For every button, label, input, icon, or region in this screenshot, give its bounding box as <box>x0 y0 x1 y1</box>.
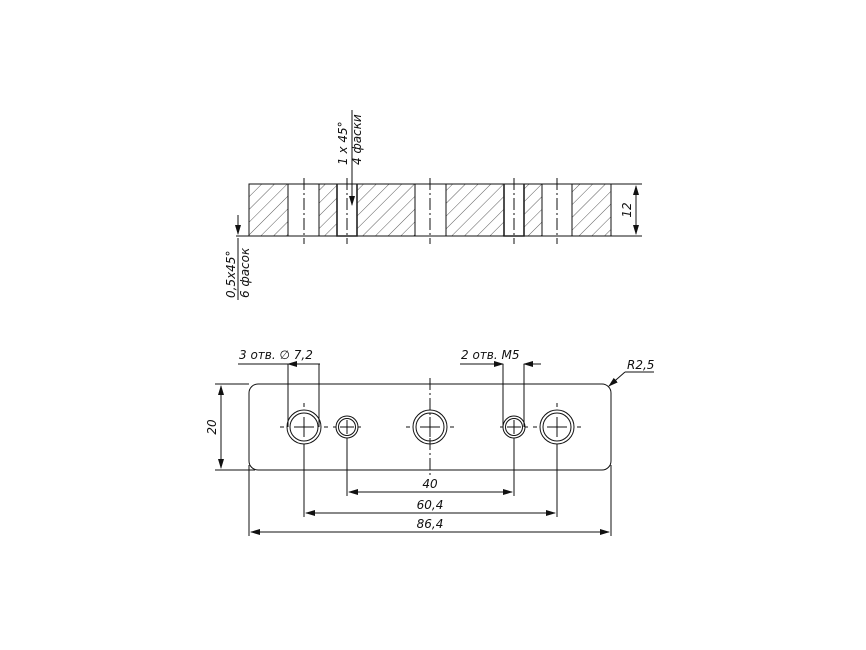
height-dimension: 12 <box>611 183 642 237</box>
radius-note: R2,5 <box>608 358 654 387</box>
dim-60-4-label: 60,4 <box>417 498 444 512</box>
holes-thread-note: 2 отв. М5 <box>461 348 519 362</box>
section-hole-edges <box>287 184 573 237</box>
overall-length-dimension: 86,4 <box>248 465 612 536</box>
height-dim-label: 12 <box>620 202 634 217</box>
dim-86-4-label: 86,4 <box>417 517 444 531</box>
chamfer-top-line1: 1 x 45° <box>336 121 350 165</box>
width-dim-label: 20 <box>205 419 219 435</box>
bottom-chamfer-note: 0,5x45° 6 фасок <box>224 215 280 300</box>
large-hole-note: 3 отв. ∅ 7,2 <box>238 348 320 427</box>
chamfer-bottom-line1: 0,5x45° <box>224 251 238 298</box>
thread-hole-note: 2 отв. М5 <box>460 348 541 427</box>
chamfer-bottom-line2: 6 фасок <box>238 247 252 298</box>
dim-40-label: 40 <box>422 477 438 491</box>
plan-view: 3 отв. ∅ 7,2 2 отв. М5 R2,5 20 40 60,4 <box>205 348 654 536</box>
section-hatched-material <box>249 184 611 236</box>
width-dimension: 20 <box>205 383 255 471</box>
section-center-lines <box>303 178 558 244</box>
section-view: 12 1 x 45° 4 фаски 0,5x45° 6 фасок <box>224 110 642 300</box>
hole-center-marks <box>280 378 581 476</box>
top-chamfer-note: 1 x 45° 4 фаски <box>336 110 364 206</box>
threaded-spacing-dimension: 40 <box>346 438 515 496</box>
chamfer-top-line2: 4 фаски <box>350 114 364 165</box>
radius-label: R2,5 <box>627 358 654 372</box>
holes-large-note: 3 отв. ∅ 7,2 <box>239 348 313 362</box>
large-spacing-dimension: 60,4 <box>303 444 558 517</box>
